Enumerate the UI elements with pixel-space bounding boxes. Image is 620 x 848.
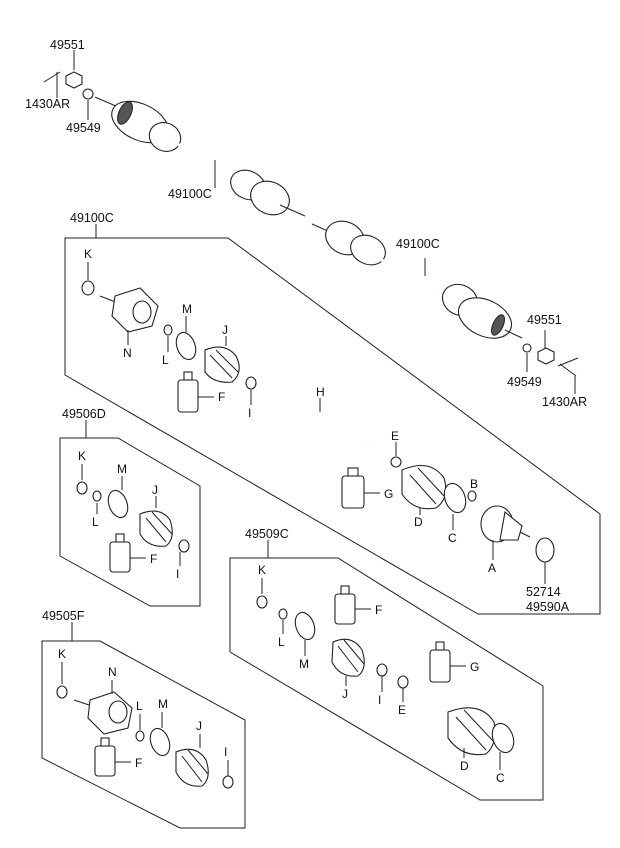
letter-g-main: G: [384, 487, 393, 501]
kit-49505f-parts: [56, 622, 234, 789]
label-49590a: 49590A: [526, 600, 570, 614]
letter-k-c: K: [258, 563, 266, 577]
kit-49509c-outline: [229, 557, 544, 801]
kit-49506d-parts: [76, 420, 190, 573]
letter-l-c: L: [278, 635, 285, 649]
letter-n-f: N: [108, 665, 117, 679]
letter-d-main: D: [414, 515, 423, 529]
label-right-nut: 49551: [527, 313, 562, 327]
label-right-pin: 1430AR: [542, 395, 587, 409]
letter-n-main: N: [123, 346, 132, 360]
letter-e-c: E: [398, 703, 406, 717]
letter-m-f: M: [158, 697, 168, 711]
main-kit-parts: [81, 262, 555, 584]
letter-a-main: A: [488, 561, 496, 575]
label-shaft-right: 49100C: [396, 237, 440, 251]
letter-b-main: B: [470, 477, 478, 491]
letter-m-d: M: [117, 462, 127, 476]
letter-d-c: D: [460, 759, 469, 773]
label-top-nut: 49551: [50, 38, 85, 52]
letter-k-f: K: [58, 647, 66, 661]
top-left-hardware: [43, 50, 94, 120]
label-top-pin: 1430AR: [25, 97, 70, 111]
letter-j-main: J: [222, 323, 228, 337]
letter-m-main: M: [182, 302, 192, 316]
label-shaft-left: 49100C: [168, 187, 212, 201]
letter-f-main: F: [218, 390, 225, 404]
letter-j-f: J: [196, 719, 202, 733]
diagram-labels: 49551 1430AR 49549 49100C 49100C 49551 4…: [25, 38, 587, 785]
label-kit-49505f: 49505F: [42, 609, 85, 623]
label-52714: 52714: [526, 585, 561, 599]
label-kit-49509c: 49509C: [245, 527, 289, 541]
letter-l-d: L: [92, 515, 99, 529]
letter-h-main: H: [316, 385, 325, 399]
letter-i-d: I: [176, 567, 179, 581]
letter-i-main: I: [248, 406, 251, 420]
letter-l-main: L: [162, 353, 169, 367]
letter-f-c: F: [375, 603, 382, 617]
letter-e-main: E: [391, 429, 399, 443]
kit-49506d-outline: [59, 437, 201, 607]
letter-c-main: C: [448, 531, 457, 545]
right-hardware: [522, 330, 579, 394]
letter-k-d: K: [78, 449, 86, 463]
letter-i-f: I: [224, 745, 227, 759]
letter-f-f: F: [135, 756, 142, 770]
letter-l-f: L: [136, 699, 143, 713]
letter-f-d: F: [150, 552, 157, 566]
letter-g-c: G: [470, 660, 479, 674]
letter-m-c: M: [299, 657, 309, 671]
label-top-washer: 49549: [66, 121, 101, 135]
label-kit-49506d: 49506D: [62, 407, 106, 421]
kit-main-outline: [64, 237, 601, 615]
label-right-washer: 49549: [507, 375, 542, 389]
letter-i-c: I: [378, 693, 381, 707]
letter-k-main: K: [84, 247, 92, 261]
label-kit-main: 49100C: [70, 211, 114, 225]
letter-j-c: J: [342, 687, 348, 701]
drive-shaft-assembly: [94, 96, 523, 339]
letter-c-c: C: [496, 771, 505, 785]
kit-49505f-outline: [41, 640, 246, 829]
kit-49509c-parts: [256, 540, 515, 770]
letter-j-d: J: [152, 483, 158, 497]
